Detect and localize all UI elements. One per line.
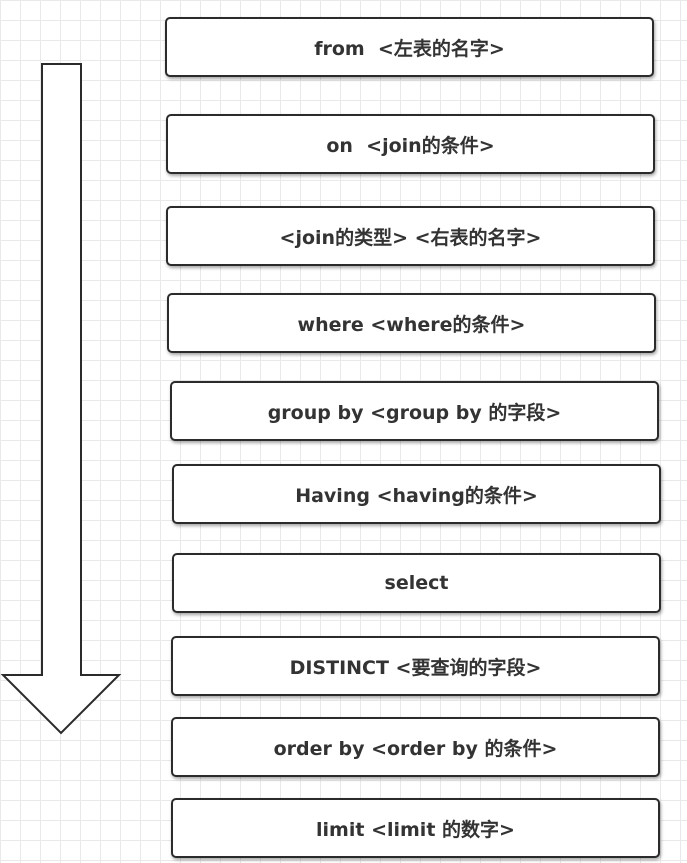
step-distinct: DISTINCT <要查询的字段> [171, 636, 660, 696]
step-having: Having <having的条件> [172, 464, 661, 524]
step-group-by: group by <group by 的字段> [170, 381, 659, 441]
step-label: from <左表的名字> [314, 37, 505, 60]
step-limit: limit <limit 的数字> [171, 798, 660, 858]
step-label: <join的类型> <右表的名字> [279, 226, 542, 249]
down-arrow-icon [0, 63, 122, 735]
step-label: DISTINCT <要查询的字段> [289, 656, 542, 679]
step-on: on <join的条件> [166, 114, 655, 174]
step-label: group by <group by 的字段> [267, 401, 562, 424]
step-label: order by <order by 的条件> [273, 737, 558, 760]
step-join-type: <join的类型> <右表的名字> [166, 206, 655, 266]
step-select: select [172, 553, 661, 613]
step-label: limit <limit 的数字> [316, 818, 515, 841]
step-label: where <where的条件> [297, 313, 526, 336]
step-where: where <where的条件> [167, 293, 656, 353]
step-order-by: order by <order by 的条件> [171, 717, 660, 777]
step-label: Having <having的条件> [295, 484, 538, 507]
step-label: on <join的条件> [326, 134, 495, 157]
step-label: select [384, 572, 449, 594]
step-from: from <左表的名字> [165, 17, 654, 77]
